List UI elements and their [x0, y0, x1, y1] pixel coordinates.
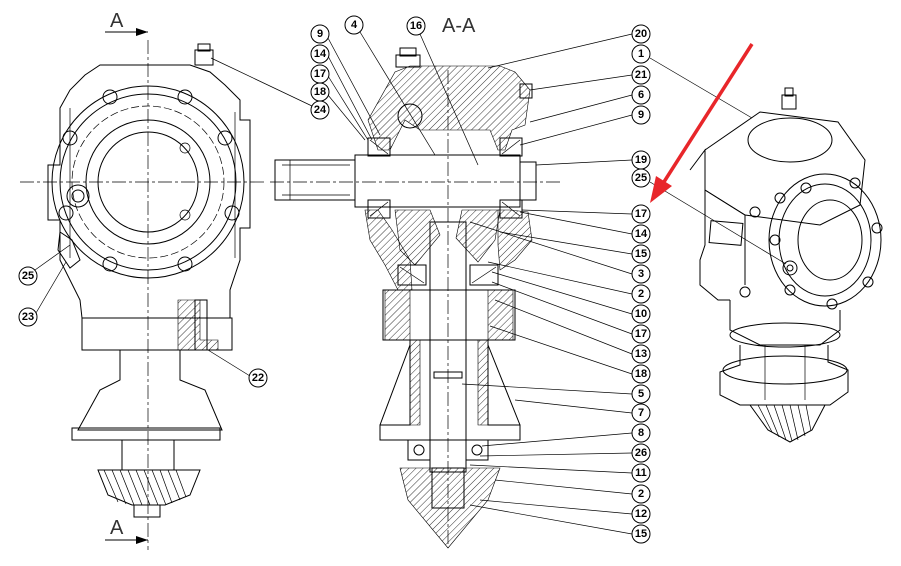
section-view: A-A — [270, 15, 560, 549]
callout-6: 6 — [638, 89, 644, 101]
callout-14-a: 14 — [314, 48, 327, 60]
iso-bolts — [739, 177, 883, 310]
callout-17-a: 17 — [314, 68, 326, 80]
callout-4: 4 — [351, 19, 358, 31]
callout-5: 5 — [638, 388, 644, 400]
callout-14-b: 14 — [635, 228, 648, 240]
callouts-front-view: 24 25 23 22 — [18, 57, 330, 388]
callout-2-a: 2 — [638, 288, 644, 300]
front-view: A A — [20, 10, 265, 550]
callout-9-a: 9 — [317, 28, 323, 40]
bearings — [367, 137, 523, 219]
callout-22: 22 — [252, 372, 264, 384]
callout-17-c: 17 — [635, 328, 647, 340]
callout-18-a: 18 — [314, 86, 326, 98]
callout-21: 21 — [635, 69, 647, 81]
callout-15-b: 15 — [635, 528, 647, 540]
callout-25-left: 25 — [22, 270, 34, 282]
callouts-section-right: 20 21 6 9 19 17 14 15 3 2 10 17 13 18 5 … — [461, 24, 651, 544]
callout-13: 13 — [635, 348, 647, 360]
red-pointer-arrow — [650, 43, 754, 203]
flange-bolts — [58, 89, 240, 272]
isometric-view — [689, 87, 883, 443]
callout-17-b: 17 — [635, 208, 647, 220]
callout-7: 7 — [638, 407, 644, 419]
callout-25-iso: 25 — [635, 172, 647, 184]
callout-15-a: 15 — [635, 248, 647, 260]
callout-11: 11 — [635, 467, 647, 479]
callout-19: 19 — [635, 154, 647, 166]
callout-9-b: 9 — [638, 109, 644, 121]
callout-2-b: 2 — [638, 488, 644, 500]
callout-16: 16 — [410, 20, 422, 32]
callout-10: 10 — [635, 308, 647, 320]
callout-3: 3 — [638, 268, 644, 280]
callout-1: 1 — [638, 48, 644, 60]
callout-26: 26 — [635, 447, 647, 459]
section-mark-bottom: A — [110, 517, 124, 539]
callout-8: 8 — [638, 427, 644, 439]
callout-12: 12 — [635, 508, 647, 520]
callouts-isometric: 1 25 — [631, 44, 787, 265]
section-mark-top: A — [110, 10, 124, 32]
callout-23: 23 — [22, 311, 34, 323]
callout-20: 20 — [635, 28, 647, 40]
callout-24: 24 — [314, 104, 327, 116]
callout-18-b: 18 — [635, 368, 647, 380]
callouts-section-left: 9 14 17 18 4 16 — [310, 15, 479, 166]
section-title: A-A — [442, 15, 476, 37]
